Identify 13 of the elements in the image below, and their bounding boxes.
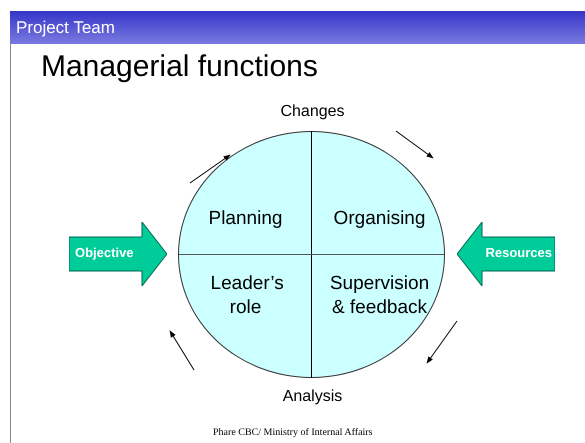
cycle-label: Changes: [280, 103, 345, 120]
block-arrow: [457, 222, 555, 286]
footer-text: Phare CBC/ Ministry of Internal Affairs: [213, 427, 373, 438]
function-label: Supervision & feedback: [328, 272, 430, 320]
arrow-label: Objective: [75, 245, 134, 260]
block-arrow: [69, 222, 167, 286]
function-label: Organising: [334, 207, 426, 231]
arrow-label: Resources: [486, 245, 552, 260]
function-label: Planning: [208, 207, 282, 231]
slide-title: Managerial functions: [41, 50, 318, 84]
cycle-label: Analysis: [282, 388, 342, 405]
header-text: Project Team: [16, 18, 115, 38]
function-label: Leader’s role: [210, 272, 280, 320]
